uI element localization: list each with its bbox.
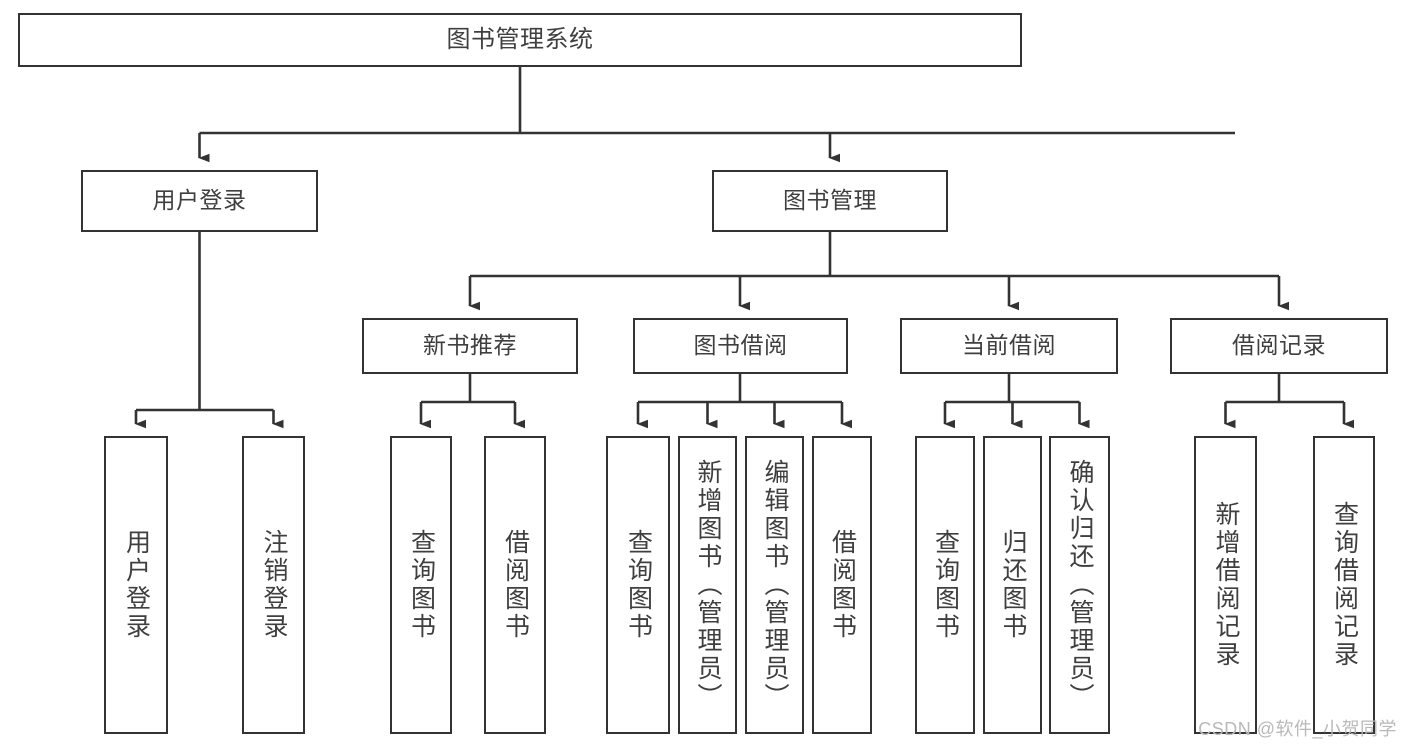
watermark-text: CSDN @软件_小贺同学 — [1198, 719, 1397, 739]
node-new-book-recommend[interactable]: 新书推荐 — [362, 318, 578, 374]
node-label: 查询图书 — [407, 529, 436, 641]
node-label: 新书推荐 — [423, 332, 517, 359]
leaf-add-book-admin[interactable]: 新增图书（管理员） — [678, 436, 737, 734]
node-label: 图书借阅 — [693, 332, 788, 359]
node-label: 借阅图书 — [828, 529, 857, 641]
leaf-query-book-current[interactable]: 查询图书 — [915, 436, 975, 734]
node-label: 查询图书 — [931, 529, 960, 641]
node-label: 查询借阅记录 — [1330, 501, 1359, 669]
leaf-borrow-book[interactable]: 借阅图书 — [812, 436, 872, 734]
leaf-query-book-borrow[interactable]: 查询图书 — [606, 436, 670, 734]
node-label: 用户登录 — [152, 187, 247, 214]
leaf-add-borrow-record[interactable]: 新增借阅记录 — [1194, 436, 1257, 734]
node-label: 确认归还（管理员） — [1066, 459, 1094, 711]
node-label: 当前借阅 — [962, 332, 1056, 359]
node-label: 图书管理 — [783, 187, 877, 214]
node-label: 归还图书 — [999, 529, 1027, 641]
node-label: 图书管理系统 — [446, 25, 594, 53]
node-book-borrow[interactable]: 图书借阅 — [633, 318, 848, 374]
node-label: 用户登录 — [122, 529, 151, 641]
leaf-query-book-recommend[interactable]: 查询图书 — [390, 436, 452, 734]
node-label: 注销登录 — [260, 529, 288, 641]
node-borrow-record[interactable]: 借阅记录 — [1170, 318, 1388, 374]
node-label: 借阅图书 — [501, 529, 530, 641]
node-label: 新增借阅记录 — [1212, 501, 1240, 669]
leaf-logout[interactable]: 注销登录 — [242, 436, 305, 734]
leaf-user-login[interactable]: 用户登录 — [104, 436, 168, 734]
node-label: 编辑图书（管理员） — [761, 459, 789, 711]
leaf-query-borrow-record[interactable]: 查询借阅记录 — [1313, 436, 1375, 734]
node-label: 查询图书 — [624, 529, 653, 641]
node-book-manage[interactable]: 图书管理 — [712, 170, 948, 232]
leaf-borrow-book-recommend[interactable]: 借阅图书 — [484, 436, 546, 734]
node-label: 新增图书（管理员） — [694, 459, 722, 711]
leaf-return-book[interactable]: 归还图书 — [983, 436, 1042, 734]
node-current-borrow[interactable]: 当前借阅 — [900, 318, 1118, 374]
leaf-edit-book-admin[interactable]: 编辑图书（管理员） — [745, 436, 804, 734]
node-user-login[interactable]: 用户登录 — [81, 170, 318, 232]
node-label: 借阅记录 — [1232, 332, 1326, 359]
node-root-system[interactable]: 图书管理系统 — [18, 13, 1022, 67]
leaf-confirm-return-admin[interactable]: 确认归还（管理员） — [1049, 436, 1110, 734]
